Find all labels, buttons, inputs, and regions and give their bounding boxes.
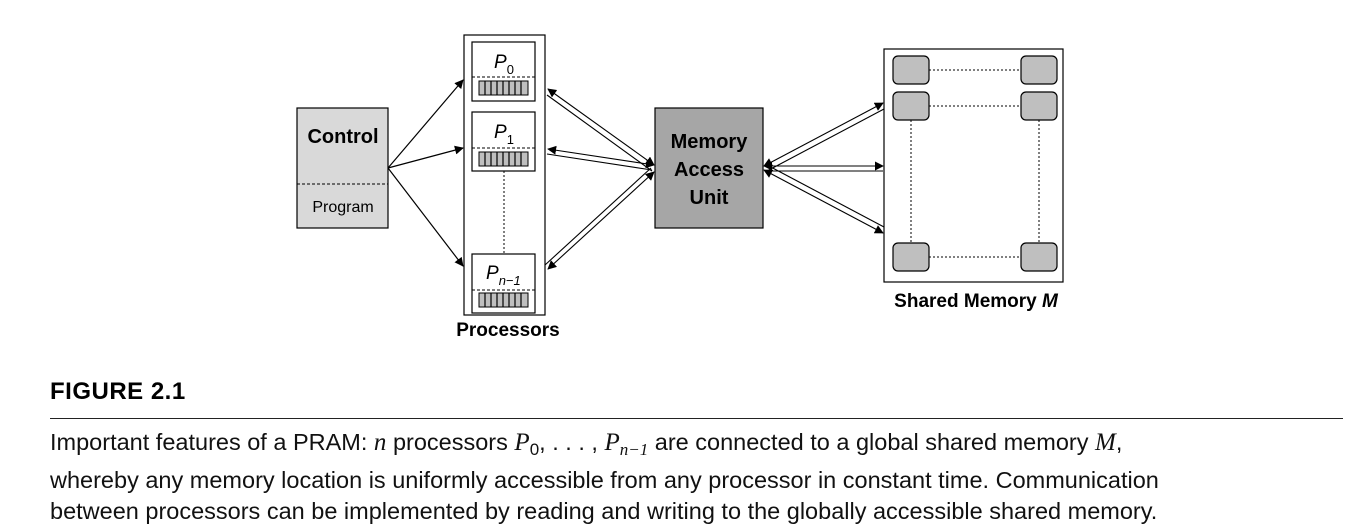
mau-line2: Access	[674, 159, 744, 181]
mau-memory-arrows	[763, 102, 885, 234]
svg-text:P0: P0	[494, 52, 514, 77]
caption-text: are connected to a global shared memory	[648, 429, 1095, 455]
mau-line3: Unit	[690, 187, 729, 209]
memory-cell	[892, 55, 930, 85]
p1-base: P	[494, 122, 507, 143]
caption-line-3: between processors can be implemented by…	[50, 498, 1158, 524]
processors-panel: P0 P1 Pn−1	[456, 34, 560, 341]
memory-cell	[892, 242, 930, 272]
svg-text:P1: P1	[494, 122, 514, 147]
caption-M: M	[1095, 429, 1116, 456]
p1-sub: 1	[507, 132, 514, 147]
processor-p0: P0	[471, 41, 536, 102]
mau-line1: Memory	[671, 131, 749, 153]
figure-caption: Important features of a PRAM: n processo…	[50, 427, 1340, 527]
program-label: Program	[312, 199, 373, 216]
svg-text:Shared Memory M: Shared Memory M	[894, 291, 1059, 312]
caption-line-1: Important features of a PRAM: n processo…	[50, 427, 1340, 465]
caption-p0-sub: 0	[529, 440, 540, 459]
processors-caption: Processors	[456, 320, 560, 341]
pn-base: P	[486, 263, 499, 284]
memory-cell	[1020, 55, 1058, 85]
caption-text: ,	[1115, 429, 1123, 455]
caption-pn-sub: n−1	[619, 440, 649, 459]
caption-n: n	[373, 429, 387, 456]
caption-pn: P	[604, 429, 620, 456]
memory-access-unit: Memory Access Unit	[654, 107, 764, 229]
shared-memory-symbol: M	[1042, 291, 1059, 312]
figure-label: FIGURE 2.1	[50, 378, 186, 405]
control-title: Control	[307, 126, 378, 148]
p0-sub: 0	[507, 62, 514, 77]
processor-pn-1: Pn−1	[471, 253, 536, 314]
pram-diagram: Control Program P0 P1	[296, 34, 1064, 341]
memory-cell	[1020, 242, 1058, 272]
memory-cell	[1020, 91, 1058, 121]
caption-p0: P	[514, 429, 530, 456]
memory-cell	[892, 91, 930, 121]
processor-mau-arrows	[544, 88, 655, 270]
p0-base: P	[494, 52, 507, 73]
control-unit: Control Program	[296, 107, 389, 229]
pn-sub: n−1	[499, 273, 521, 288]
caption-text: , . . . ,	[539, 429, 605, 455]
shared-memory: Shared Memory M	[883, 48, 1064, 312]
caption-text: processors	[386, 429, 515, 455]
figure-divider	[50, 418, 1343, 419]
caption-text: Important features of a PRAM:	[50, 429, 374, 455]
caption-line-2: whereby any memory location is uniformly…	[50, 467, 1159, 493]
shared-memory-label: Shared Memory	[894, 291, 1042, 312]
svg-text:Pn−1: Pn−1	[486, 263, 521, 288]
control-arrows	[387, 79, 464, 267]
processor-p1: P1	[471, 111, 536, 172]
